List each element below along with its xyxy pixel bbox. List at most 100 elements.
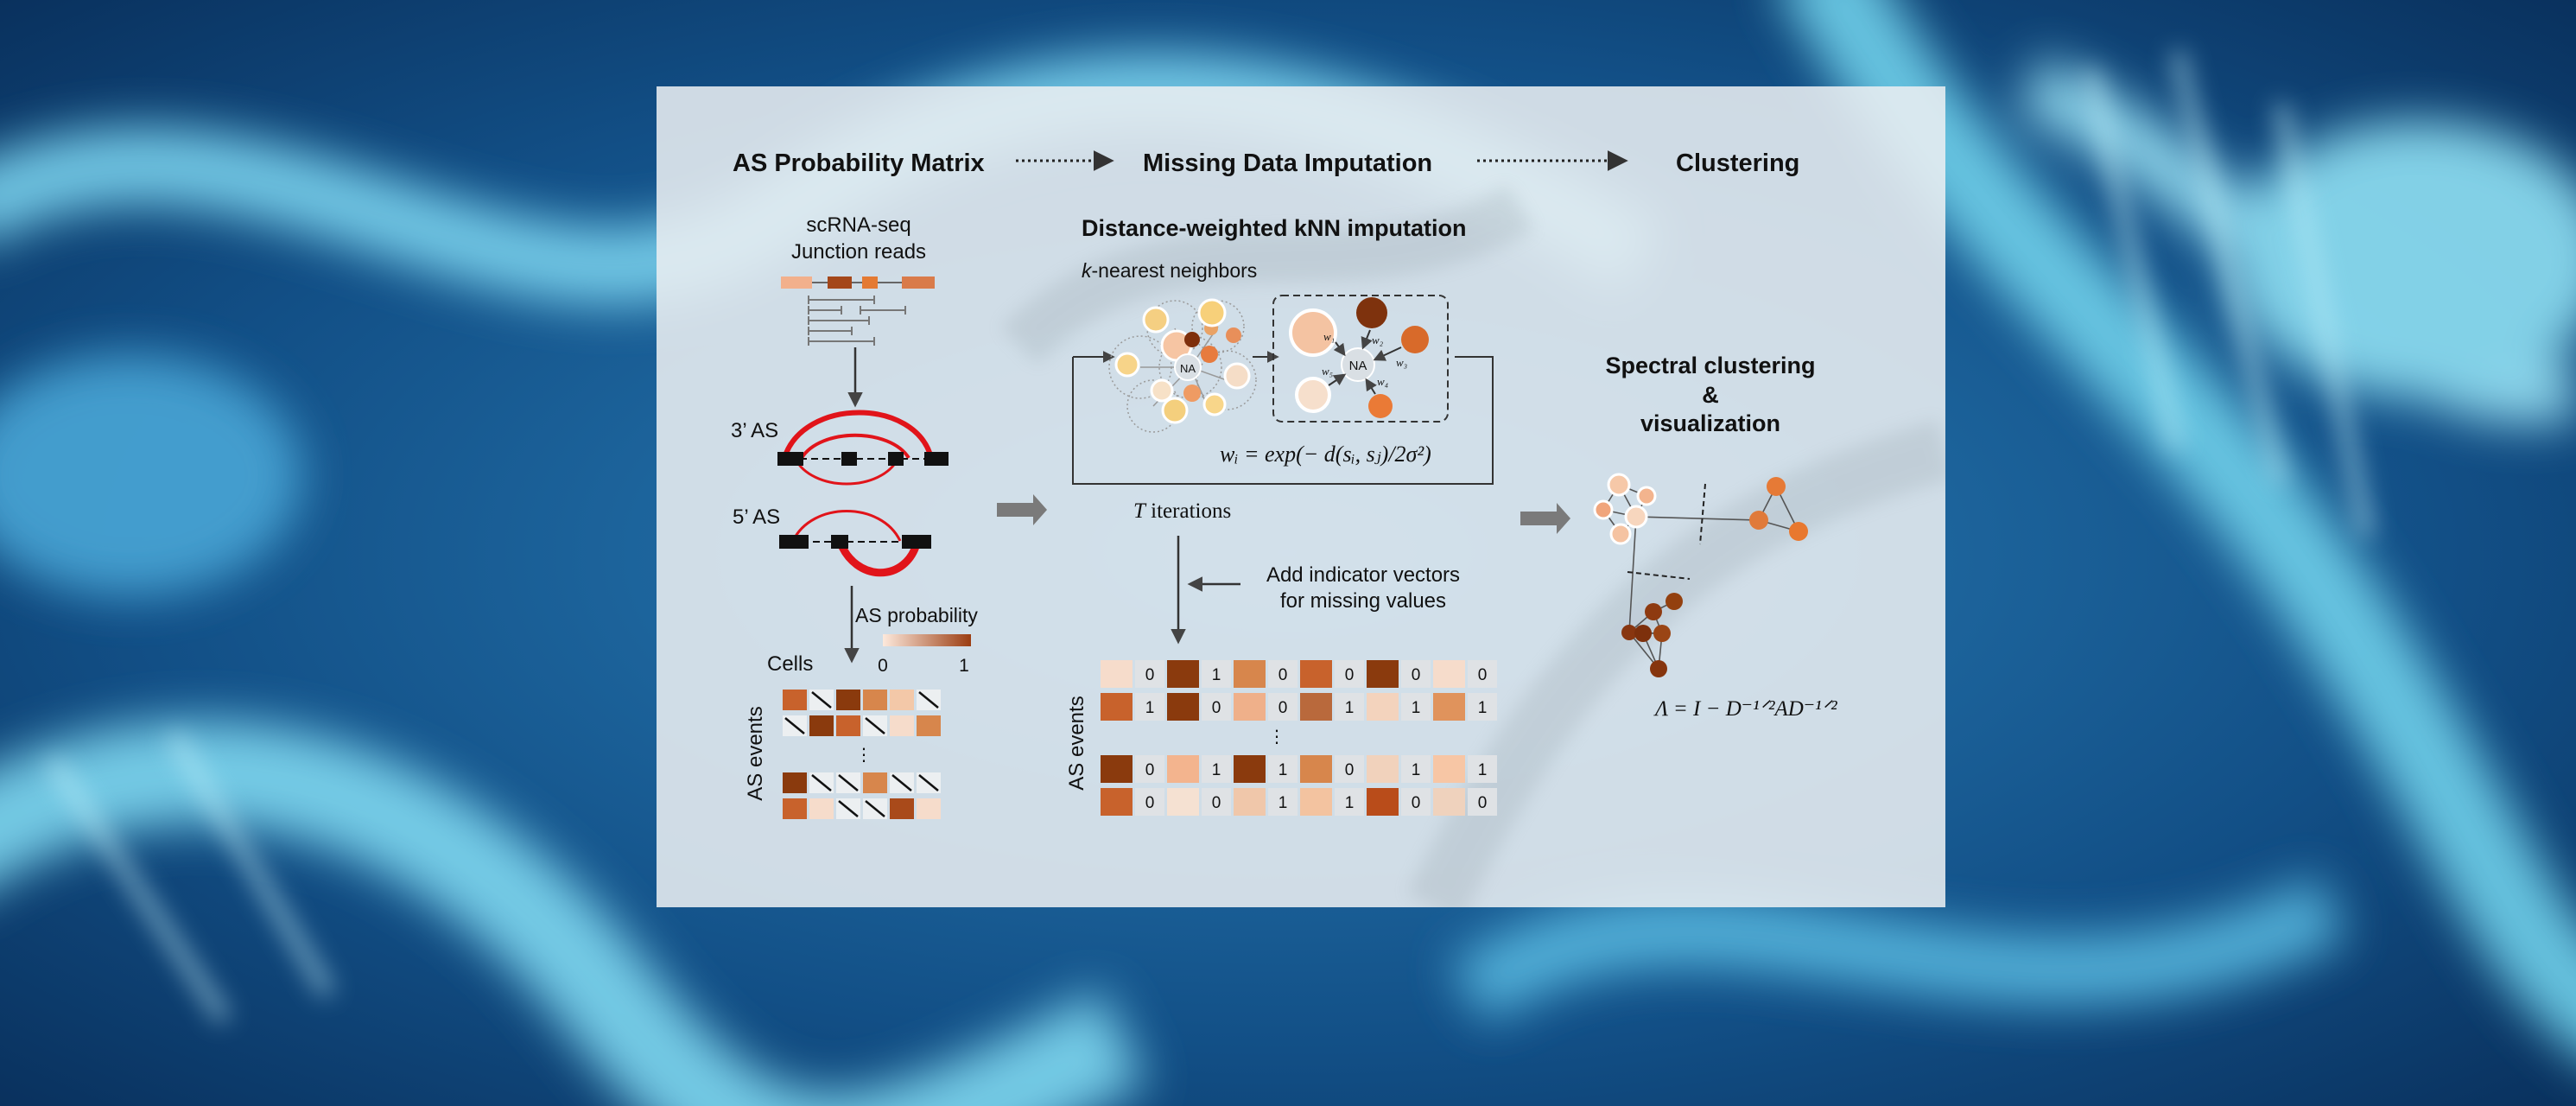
scale-min: 0 [878, 656, 888, 676]
mid-matrix-indicator-cell [1468, 693, 1497, 721]
missing-cell-slash [838, 774, 859, 791]
mid-matrix-indicator-cell [1401, 788, 1431, 816]
indicator-value: 1 [1212, 761, 1221, 779]
left-ellipsis: ⋮ [855, 746, 872, 765]
indicator-value: 1 [1412, 761, 1421, 779]
knn-title: Distance-weighted kNN imputation [1082, 215, 1467, 241]
mid-matrix-indicator-cell [1202, 788, 1231, 816]
indicator-value: 0 [1278, 699, 1288, 717]
step-title-3: Clustering [1676, 149, 1799, 177]
indicator-value: 1 [1212, 666, 1221, 684]
mid-matrix-indicator-cell [1468, 660, 1497, 688]
weight-w4: w₄ [1377, 375, 1389, 388]
weighted-neighbors: NA w₁ w₂ w₃ w₄ w₅ [1289, 297, 1429, 418]
mid-matrix-value-cell [1367, 788, 1399, 816]
mid-matrix-indicator-cell [1268, 788, 1298, 816]
mid-matrix-value-cell [1367, 755, 1399, 783]
indicator-value: 0 [1478, 794, 1488, 812]
mid-matrix-value-cell [1300, 660, 1332, 688]
left-events-label: AS events [744, 706, 767, 800]
indicator-value: 0 [1345, 666, 1355, 684]
indicator-line-1: Add indicator vectors [1266, 563, 1460, 587]
pipeline-panel: AS Probability Matrix Missing Data Imput… [657, 86, 1945, 907]
left-matrix-cell [863, 690, 887, 710]
mid-matrix-indicator-cell [1202, 693, 1231, 721]
mid-matrix-indicator-cell [1268, 755, 1298, 783]
mid-matrix-indicator-cell [1335, 660, 1364, 688]
left-matrix-cell [783, 798, 807, 819]
indicator-value: 1 [1278, 794, 1288, 812]
left-matrix-cell [836, 690, 860, 710]
left-matrix-cell [890, 715, 914, 736]
as5-splice-diagram [779, 510, 931, 577]
indicator-value: 1 [1478, 761, 1488, 779]
mid-matrix-indicator-cell [1468, 755, 1497, 783]
mid-matrix-value-cell [1101, 755, 1133, 783]
mid-matrix-value-cell [1433, 788, 1465, 816]
indicator-value: 1 [1478, 699, 1488, 717]
missing-cell-slash [811, 691, 832, 709]
mid-matrix-indicator-cell [1135, 693, 1164, 721]
iteration-loop [1072, 356, 1494, 485]
mid-matrix-value-cell [1101, 788, 1133, 816]
indicator-value: 0 [1278, 666, 1288, 684]
mid-matrix-value-cell [1433, 660, 1465, 688]
left-matrix-cell [917, 715, 941, 736]
missing-cell-slash [811, 774, 832, 791]
indicator-value: 1 [1412, 699, 1421, 717]
knn-subtitle: k-nearest neighbors [1082, 259, 1257, 282]
mid-matrix-value-cell [1300, 693, 1332, 721]
indicator-value: 1 [1145, 699, 1155, 717]
weight-w2: w₂ [1372, 334, 1384, 346]
mid-matrix-value-cell [1433, 755, 1465, 783]
mid-matrix-indicator-cell [1401, 755, 1431, 783]
mid-matrix-value-cell [1433, 693, 1465, 721]
clustering-line-3: visualization [1640, 410, 1780, 436]
as-probability-label: AS probability [855, 604, 978, 626]
left-matrix-cell [917, 798, 941, 819]
indicator-value: 0 [1212, 699, 1221, 717]
mid-matrix-value-cell [1367, 660, 1399, 688]
laplacian-formula: Λ = I − D⁻¹ᐟ²AD⁻¹ᐟ² [1653, 697, 1837, 721]
cluster-graph [1593, 473, 1808, 677]
weighted-na-label: NA [1349, 359, 1367, 373]
weight-w5: w₅ [1322, 365, 1333, 378]
mid-matrix-value-cell [1167, 660, 1199, 688]
left-matrix-cell [890, 690, 914, 710]
clustering-line-2: & [1702, 382, 1719, 408]
left-matrix-cell [863, 772, 887, 793]
mid-matrix-indicator-cell [1135, 788, 1164, 816]
left-matrix-cell [809, 715, 834, 736]
iterations-t: T [1133, 499, 1147, 523]
step-title-2: Missing Data Imputation [1143, 149, 1432, 177]
left-matrix-cell [809, 798, 834, 819]
left-matrix-cell [783, 690, 807, 710]
weight-w3: w₃ [1396, 356, 1407, 369]
indicator-value: 0 [1145, 666, 1155, 684]
step-title-1: AS Probability Matrix [733, 149, 985, 177]
as3-label: 3’ AS [731, 419, 778, 442]
indicator-value: 1 [1345, 794, 1355, 812]
mid-events-label: AS events [1065, 696, 1088, 790]
iterations-suffix: iterations [1145, 499, 1231, 523]
indicator-value: 0 [1145, 761, 1155, 779]
big-arrow-2 [1520, 503, 1570, 534]
source-line-1: scRNA-seq [806, 213, 910, 237]
indicator-value: 0 [1212, 794, 1221, 812]
neighbor-cloud: NA [1108, 298, 1257, 433]
missing-cell-slash [838, 800, 859, 817]
left-matrix-cell [783, 772, 807, 793]
mid-matrix-value-cell [1101, 693, 1133, 721]
mid-matrix-indicator-cell [1335, 693, 1364, 721]
indicator-value: 0 [1412, 666, 1421, 684]
mid-matrix-indicator-cell [1268, 693, 1298, 721]
probability-scale-bar [883, 634, 971, 646]
mid-matrix-indicator-cell [1401, 660, 1431, 688]
mid-matrix-value-cell [1234, 788, 1266, 816]
mid-matrix-indicator-cell [1135, 660, 1164, 688]
mid-ellipsis: ⋮ [1268, 728, 1285, 747]
indicator-value: 1 [1345, 699, 1355, 717]
clustering-line-1: Spectral clustering [1605, 353, 1815, 378]
weighted-neighbors-box [1272, 295, 1449, 423]
mid-matrix-value-cell [1101, 660, 1133, 688]
